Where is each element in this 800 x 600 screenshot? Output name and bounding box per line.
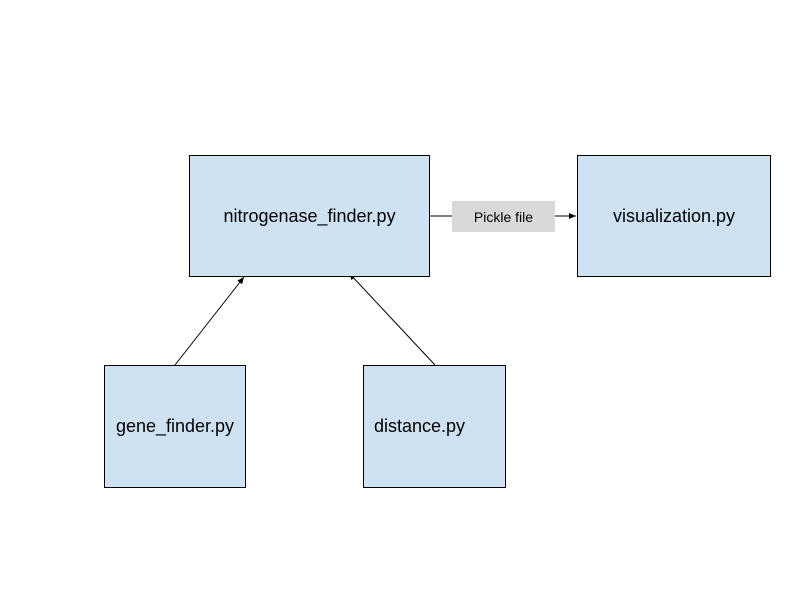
edge-label-pickle-file-text: Pickle file: [473, 208, 534, 225]
edge-distance-to-nitrogenase: [348, 272, 436, 366]
node-nitrogenase-finder-label: nitrogenase_finder.py: [223, 205, 396, 226]
node-nitrogenase-finder: nitrogenase_finder.py: [189, 155, 430, 277]
node-visualization-label: visualization.py: [612, 205, 736, 226]
node-distance-label: distance.py: [374, 416, 466, 436]
edge-gene-finder-to-nitrogenase: [174, 276, 245, 366]
node-distance: distance.py: [363, 365, 506, 488]
node-gene-finder: gene_finder.py: [104, 365, 246, 488]
node-visualization: visualization.py: [577, 155, 771, 277]
node-gene-finder-label: gene_finder.py: [115, 416, 235, 436]
edge-label-pickle-file: Pickle file: [452, 201, 555, 232]
